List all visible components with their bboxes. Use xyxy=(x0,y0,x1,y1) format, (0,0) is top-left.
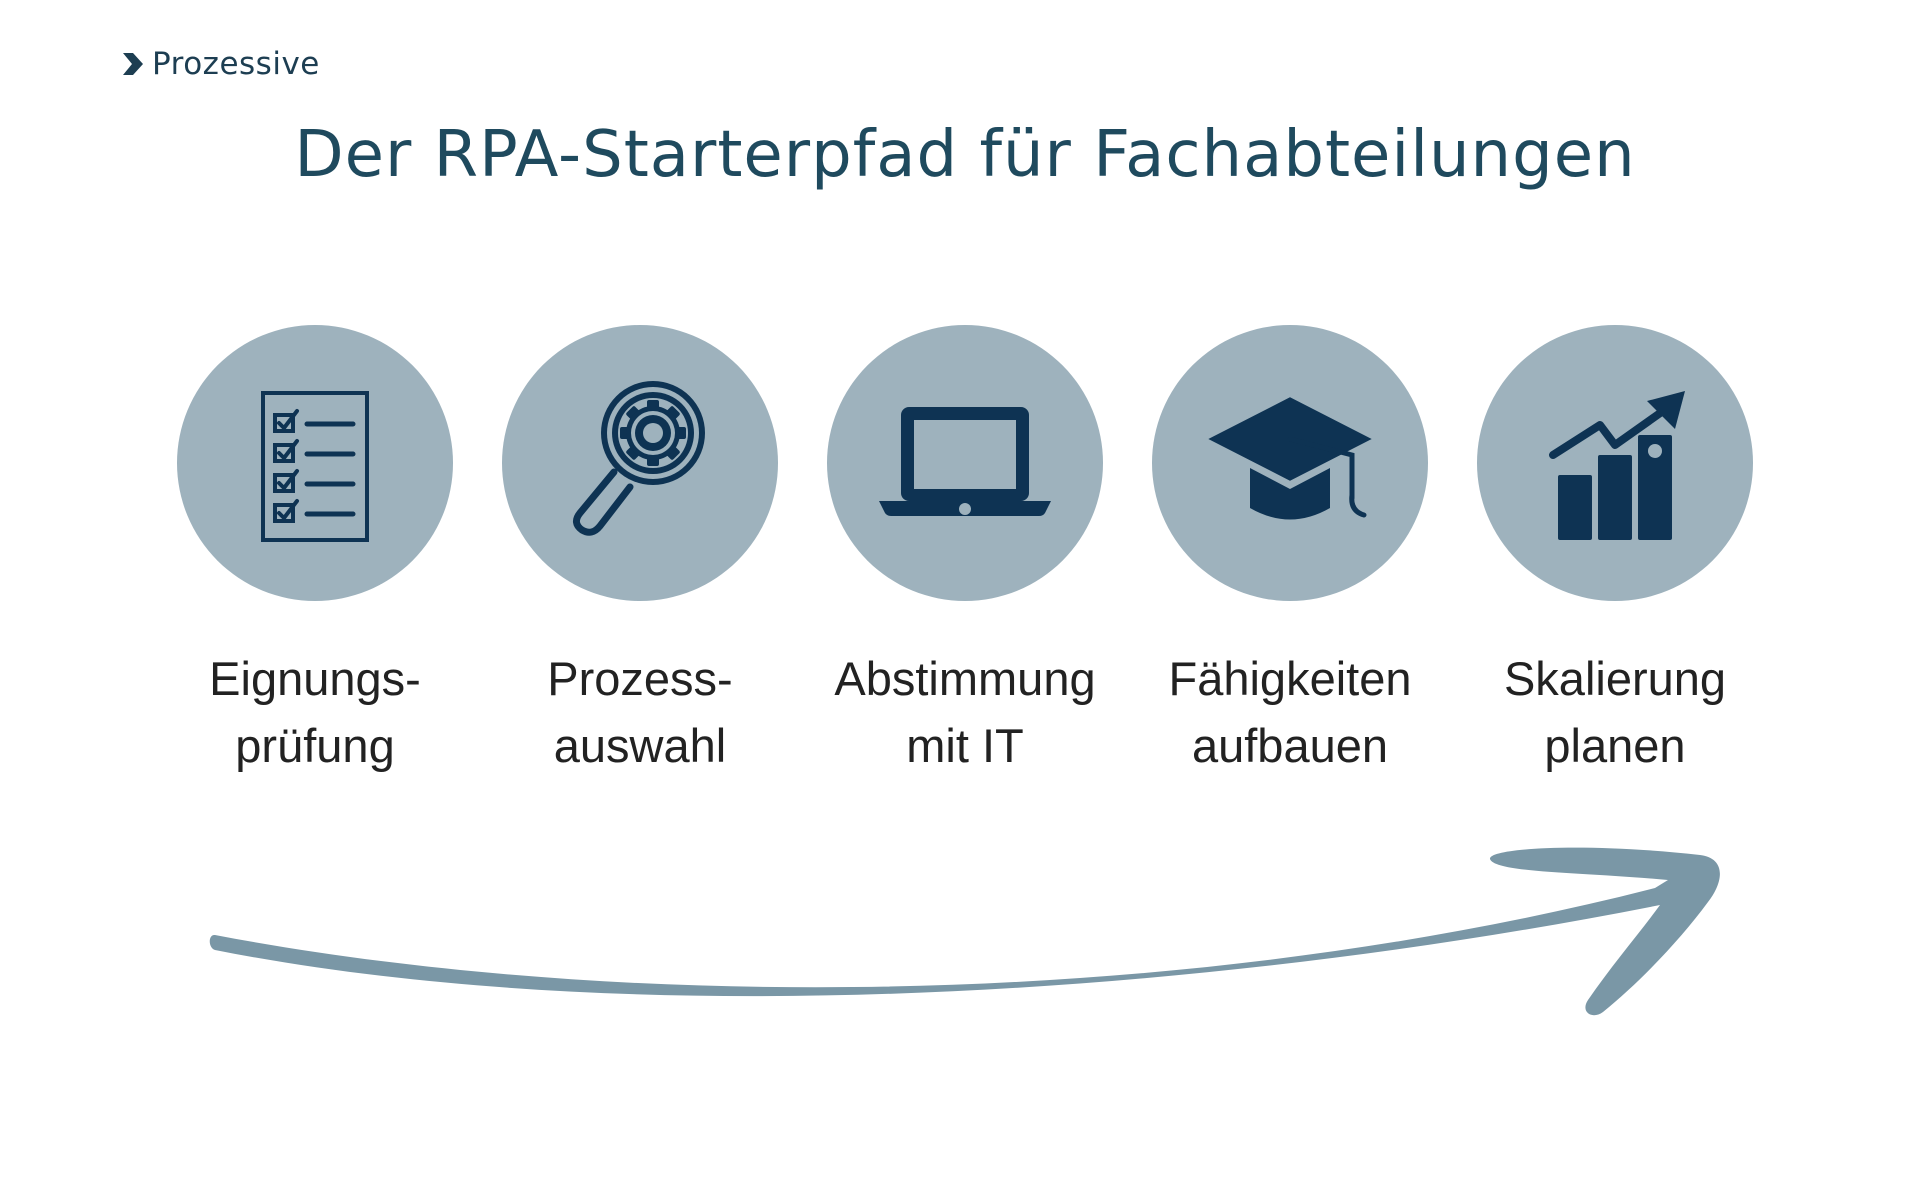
step-label: Fähigkeiten aufbauen xyxy=(1140,645,1440,779)
step-label: Skalierung planen xyxy=(1465,645,1765,779)
step-label-line: auswahl xyxy=(553,719,727,772)
brand-logo: Prozessive xyxy=(120,46,320,82)
step-label-line: Eignungs- xyxy=(209,652,421,705)
step-list: Eignungs- prüfung xyxy=(0,325,1920,785)
step-label-line: Skalierung xyxy=(1503,652,1727,705)
checklist-icon xyxy=(261,391,369,542)
step-label-line: Fähigkeiten xyxy=(1168,652,1412,705)
step-label-line: planen xyxy=(1544,719,1686,772)
step-label: Eignungs- prüfung xyxy=(165,645,465,779)
graduation-cap-icon xyxy=(1202,393,1378,520)
step-label: Abstimmung mit IT xyxy=(815,645,1115,779)
chevron-right-icon xyxy=(123,53,143,75)
step-skalierung: Skalierung planen xyxy=(1465,325,1765,785)
step-circle xyxy=(1477,325,1753,601)
step-circle xyxy=(177,325,453,601)
step-circle xyxy=(502,325,778,601)
growth-chart-icon xyxy=(1549,391,1685,540)
step-label-line: Abstimmung xyxy=(834,652,1096,705)
step-prozessauswahl: Prozess- auswahl xyxy=(490,325,790,785)
magnifier-gear-icon xyxy=(573,381,705,536)
step-faehigkeiten: Fähigkeiten aufbauen xyxy=(1140,325,1440,785)
step-label-line: Prozess- xyxy=(547,652,733,705)
step-eignungspruefung: Eignungs- prüfung xyxy=(165,325,465,785)
step-label-line: aufbauen xyxy=(1191,719,1389,772)
page-title: Der RPA-Starterpfad für Fachabteilungen xyxy=(294,118,1636,192)
step-circle xyxy=(1152,325,1428,601)
step-label-line: prüfung xyxy=(235,719,395,772)
brand-name: Prozessive xyxy=(152,46,320,82)
step-abstimmung-it: Abstimmung mit IT xyxy=(815,325,1115,785)
laptop-icon xyxy=(879,407,1051,516)
step-label-line: mit IT xyxy=(906,719,1024,772)
step-circle xyxy=(827,325,1103,601)
step-label: Prozess- auswahl xyxy=(490,645,790,779)
